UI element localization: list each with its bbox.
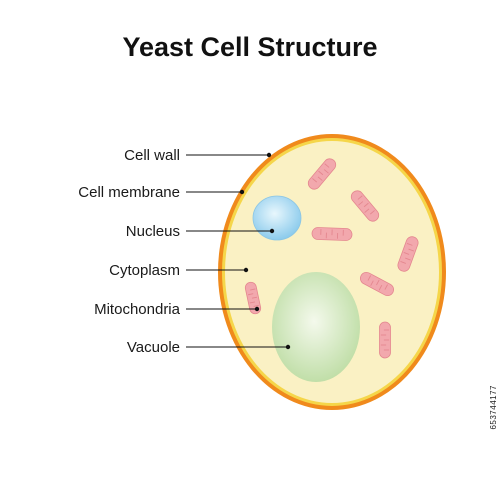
leader-dot-cell-membrane (239, 189, 245, 195)
mitochondrion (350, 190, 380, 222)
mitochondrion (311, 227, 353, 241)
label-cell-membrane: Cell membrane (78, 184, 180, 201)
leader-lines (186, 154, 288, 348)
label-nucleus: Nucleus (126, 223, 180, 240)
diagram-title: Yeast Cell Structure (122, 32, 378, 62)
leader-dot-mitochondria (254, 306, 260, 312)
mitochondrion (360, 271, 394, 297)
label-cell-wall: Cell wall (124, 147, 180, 164)
mitochondrion (307, 158, 337, 190)
mitochondrion (397, 236, 419, 272)
mitochondria-group (244, 158, 419, 359)
leader-dot-vacuole (285, 344, 291, 350)
leader-dot-cell-wall (266, 152, 272, 158)
label-cytoplasm: Cytoplasm (109, 262, 180, 279)
mitochondrion (244, 281, 262, 315)
nucleus (252, 195, 302, 241)
mitochondrion (379, 321, 391, 359)
stock-id-text: 653744177 (489, 385, 498, 430)
label-mitochondria: Mitochondria (94, 301, 181, 318)
vacuole (272, 272, 360, 382)
label-vacuole: Vacuole (127, 339, 180, 356)
leader-dot-nucleus (269, 228, 275, 234)
leader-dots (239, 152, 291, 350)
leader-dot-cytoplasm (243, 267, 249, 273)
